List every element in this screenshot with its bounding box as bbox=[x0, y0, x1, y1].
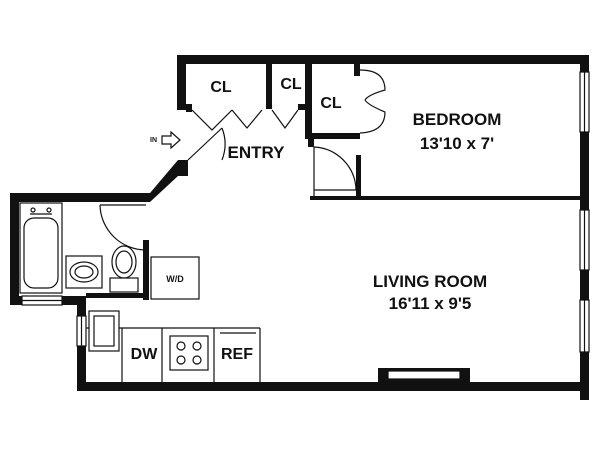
closet-label-1: CL bbox=[210, 79, 232, 96]
kitchen-counter bbox=[86, 310, 261, 382]
labels: CL CL CL BEDROOM 13'10 x 7' ENTRY LIVING… bbox=[131, 76, 502, 363]
doors bbox=[99, 69, 386, 251]
bedroom-dimensions: 13'10 x 7' bbox=[420, 134, 494, 153]
interior-walls bbox=[86, 64, 580, 300]
closet-label-2: CL bbox=[280, 76, 302, 93]
entrance-arrow: IN bbox=[150, 130, 181, 150]
refrigerator-label: REF bbox=[221, 346, 253, 363]
windows bbox=[21, 71, 590, 382]
dishwasher-label: DW bbox=[131, 346, 159, 363]
living-room-dimensions: 16'11 x 9'5 bbox=[389, 294, 472, 313]
washer-dryer: W/D bbox=[150, 256, 200, 300]
bathtub bbox=[19, 202, 63, 294]
entrance-label: IN bbox=[150, 137, 157, 144]
living-room-name: LIVING ROOM bbox=[373, 272, 487, 291]
entry-label: ENTRY bbox=[228, 143, 286, 162]
bedroom-name: BEDROOM bbox=[413, 110, 502, 129]
sink bbox=[65, 255, 103, 289]
closet-label-3: CL bbox=[320, 95, 342, 112]
washer-dryer-label: W/D bbox=[166, 274, 184, 284]
toilet bbox=[109, 245, 139, 293]
arrow-right-icon bbox=[161, 130, 181, 150]
